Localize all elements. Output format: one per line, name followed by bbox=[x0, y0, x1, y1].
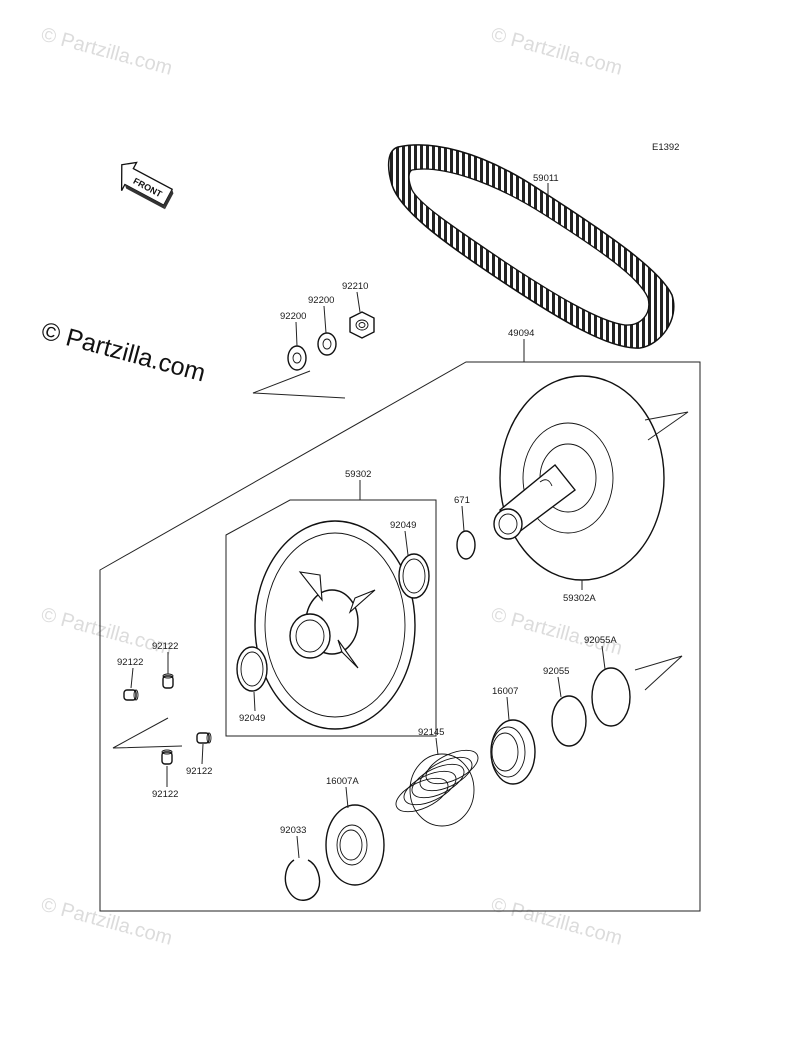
leader-92200-a bbox=[295, 321, 298, 347]
part-label-92049-a: 92049 bbox=[239, 713, 265, 724]
leader-92200-b bbox=[323, 305, 327, 334]
leader-92210 bbox=[356, 291, 361, 313]
leader-92049-a bbox=[253, 691, 256, 712]
leader-92055 bbox=[557, 676, 562, 698]
spring-seat-16007 bbox=[490, 719, 536, 785]
leader-671 bbox=[461, 505, 465, 532]
part-label-16007A: 16007A bbox=[326, 776, 359, 787]
part-label-59302: 59302 bbox=[345, 469, 371, 480]
part-label-59302A: 59302A bbox=[563, 593, 596, 604]
o-ring-671 bbox=[456, 530, 476, 560]
o-ring-92055A bbox=[591, 667, 631, 727]
part-label-92145: 92145 bbox=[418, 727, 444, 738]
leader-92145 bbox=[435, 737, 439, 756]
watermark-bottom-right: © Partzilla.com bbox=[489, 894, 625, 950]
washer-92200-a bbox=[287, 345, 307, 371]
leader-16007A bbox=[345, 786, 349, 809]
leader-92055A bbox=[601, 645, 606, 670]
spring-seat-16007A bbox=[325, 804, 385, 886]
roller-92122-a bbox=[123, 689, 139, 701]
movable-sheave bbox=[254, 520, 416, 730]
ring-pointer bbox=[634, 655, 683, 691]
watermark-top-left: © Partzilla.com bbox=[39, 24, 175, 80]
nut-92210 bbox=[349, 311, 375, 339]
spring-92145 bbox=[395, 749, 479, 827]
movable-sheave-frame bbox=[225, 499, 437, 737]
watermark-bottom-left: © Partzilla.com bbox=[39, 894, 175, 950]
roller-92122-d bbox=[161, 749, 173, 765]
part-label-92122-a: 92122 bbox=[117, 657, 143, 668]
sheave-pointer bbox=[644, 411, 689, 441]
part-label-92049-b: 92049 bbox=[390, 520, 416, 531]
part-label-671: 671 bbox=[454, 495, 470, 506]
part-label-92033: 92033 bbox=[280, 825, 306, 836]
roller-92122-b bbox=[162, 673, 174, 689]
watermark-prominent: © Partzilla.com bbox=[38, 317, 208, 388]
part-label-16007: 16007 bbox=[492, 686, 518, 697]
part-label-92055A: 92055A bbox=[584, 635, 617, 646]
part-label-92122-b: 92122 bbox=[152, 641, 178, 652]
washer-92200-b bbox=[317, 332, 337, 356]
diagram-code: E1392 bbox=[652, 142, 679, 153]
part-label-92055: 92055 bbox=[543, 666, 569, 677]
part-label-92200-b: 92200 bbox=[308, 295, 334, 306]
washer-stack-pointer bbox=[252, 370, 346, 399]
watermark-mid-right: © Partzilla.com bbox=[489, 604, 625, 660]
guide-ring-92049-a bbox=[236, 646, 268, 692]
fixed-sheave bbox=[493, 375, 665, 581]
part-label-59011: 59011 bbox=[533, 173, 559, 184]
part-label-49094: 49094 bbox=[508, 328, 534, 339]
leader-92122-a bbox=[130, 667, 134, 689]
assembly-outline bbox=[99, 361, 701, 912]
part-label-92122-c: 92122 bbox=[186, 766, 212, 777]
leader-92049-b bbox=[404, 530, 409, 556]
leader-16007 bbox=[506, 696, 510, 721]
guide-ring-92049-b bbox=[398, 553, 430, 599]
o-ring-92055 bbox=[551, 695, 587, 747]
drive-belt bbox=[387, 144, 675, 349]
snap-ring-92033 bbox=[284, 859, 321, 901]
part-label-92200-a: 92200 bbox=[280, 311, 306, 322]
watermark-top-right: © Partzilla.com bbox=[489, 24, 625, 80]
roller-pointer bbox=[112, 717, 183, 749]
part-label-92122-d: 92122 bbox=[152, 789, 178, 800]
part-label-92210: 92210 bbox=[342, 281, 368, 292]
leader-92033 bbox=[296, 835, 300, 859]
roller-92122-c bbox=[196, 732, 212, 744]
leader-92122-c bbox=[201, 743, 204, 765]
front-arrow-icon: FRONT bbox=[120, 161, 174, 210]
